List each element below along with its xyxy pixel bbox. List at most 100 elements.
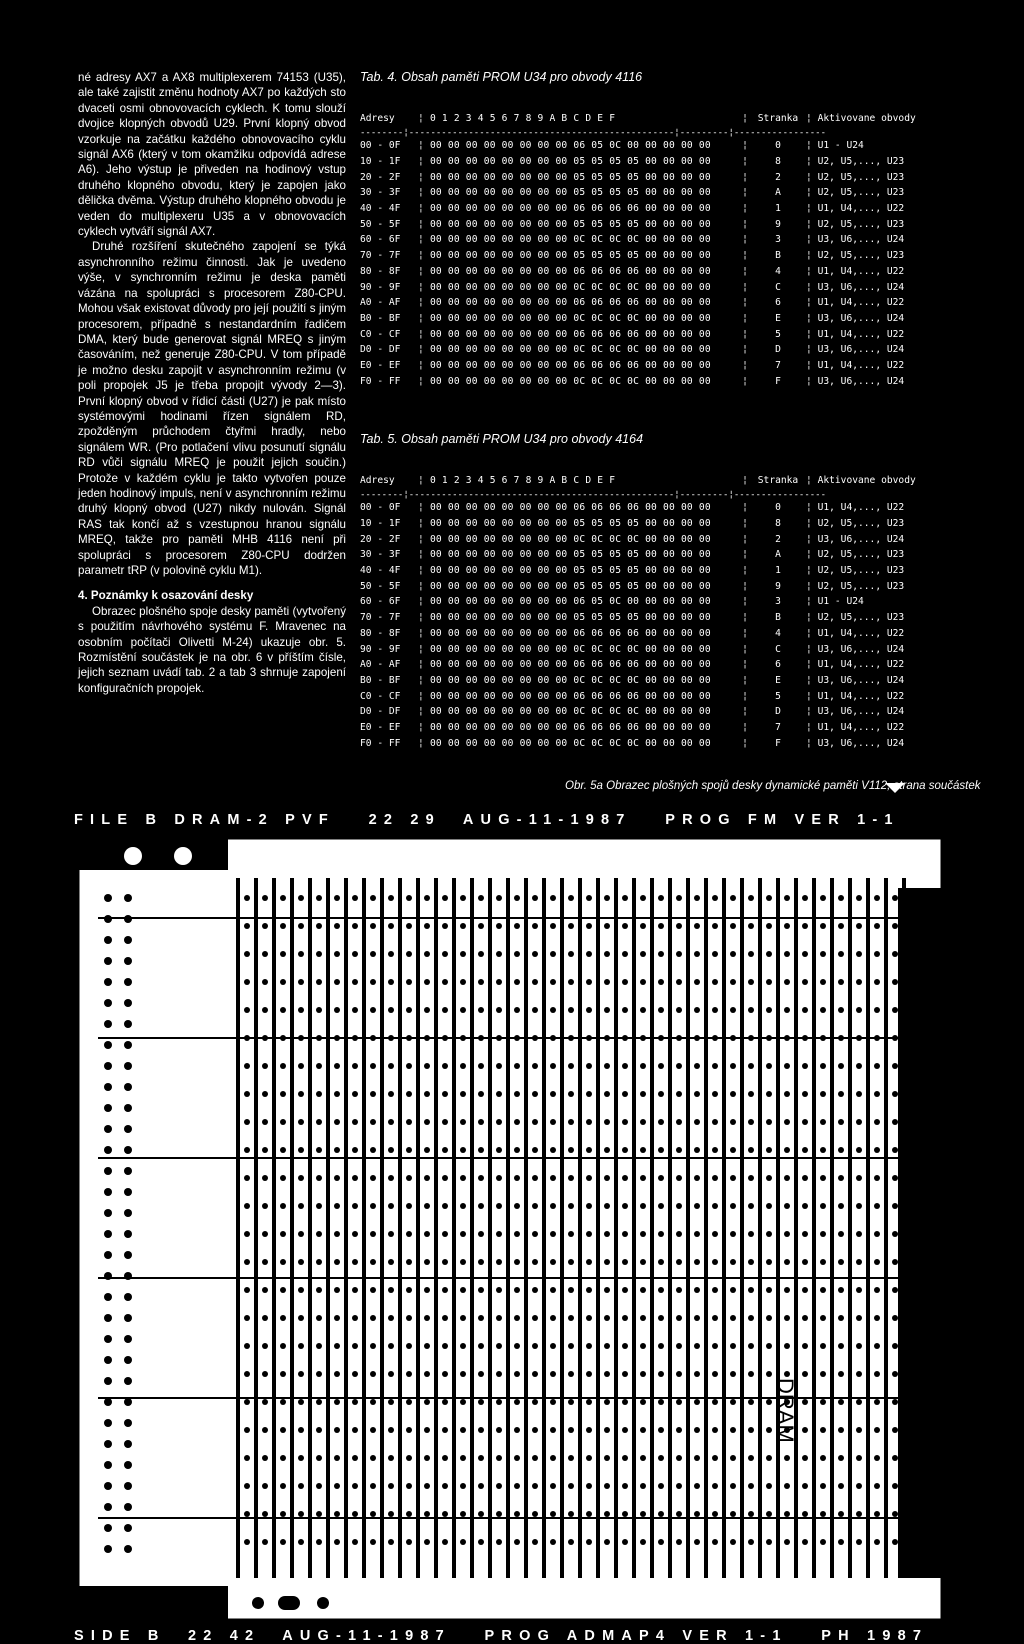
address-cell: D0 - DF [360, 706, 401, 718]
table4-body: 00 - 0F¦ 00 00 00 00 00 00 00 00 06 05 0… [360, 138, 926, 389]
chips-cell: ¦ U1, U4,..., U22 [806, 690, 905, 702]
address-cell: E0 - EF [360, 721, 401, 733]
bytes-cell: ¦ 00 00 00 00 00 00 00 00 05 05 05 05 00… [418, 612, 711, 624]
pcb-file-line: FILE B DRAM-2 PVF 22 29 AUG-11-1987 PROG… [74, 812, 900, 828]
column-header: ¦ 0 1 2 3 4 5 6 7 8 9 A B C D E F [418, 112, 616, 124]
chips-cell: ¦ U1, U4,..., U22 [806, 359, 905, 371]
column-separator: ¦ [742, 250, 748, 262]
page-cell: 7 [775, 359, 781, 371]
column-header: Stranka [757, 112, 799, 124]
bytes-cell: ¦ 00 00 00 00 00 00 00 00 06 05 0C 00 00… [418, 140, 711, 152]
table-row: A0 - AF¦ 00 00 00 00 00 00 00 00 06 06 0… [360, 295, 926, 311]
column-separator: ¦ [742, 156, 748, 168]
column-separator: ¦ [742, 737, 748, 749]
chips-cell: ¦ U3, U6,..., U24 [806, 643, 905, 655]
bytes-cell: ¦ 00 00 00 00 00 00 00 00 0C 0C 0C 0C 00… [418, 375, 711, 387]
column-separator: ¦ [742, 112, 748, 124]
page-cell: D [775, 706, 781, 718]
address-cell: B0 - BF [360, 312, 401, 324]
column-separator: ¦ [742, 140, 748, 152]
table-row: D0 - DF¦ 00 00 00 00 00 00 00 00 0C 0C 0… [360, 342, 926, 358]
address-cell: 90 - 9F [360, 281, 401, 293]
bytes-cell: ¦ 00 00 00 00 00 00 00 00 0C 0C 0C 0C 00… [418, 533, 711, 545]
bytes-cell: ¦ 00 00 00 00 00 00 00 00 06 06 06 06 00… [418, 721, 711, 733]
table-row: 80 - 8F¦ 00 00 00 00 00 00 00 00 06 06 0… [360, 264, 926, 280]
page-cell: F [775, 737, 781, 749]
chips-cell: ¦ U3, U6,..., U24 [806, 706, 905, 718]
address-cell: E0 - EF [360, 359, 401, 371]
bytes-cell: ¦ 00 00 00 00 00 00 00 00 06 06 06 06 00… [418, 659, 711, 671]
chips-cell: ¦ U2, U5,..., U23 [806, 580, 905, 592]
chips-cell: ¦ U2, U5,..., U23 [806, 187, 905, 199]
pcb-layout-figure: DRAM [78, 838, 942, 1620]
address-cell: 20 - 2F [360, 533, 401, 545]
bytes-cell: ¦ 00 00 00 00 00 00 00 00 05 05 05 05 00… [418, 187, 711, 199]
page-cell: 3 [775, 234, 781, 246]
column-header: ¦ Aktivovane obvody [806, 112, 916, 124]
chips-cell: ¦ U1, U4,..., U22 [806, 203, 905, 215]
chips-cell: ¦ U1 - U24 [806, 140, 864, 152]
column-header: Adresy [360, 112, 395, 124]
address-cell: 30 - 3F [360, 187, 401, 199]
address-cell: 60 - 6F [360, 596, 401, 608]
page-cell: 1 [775, 203, 781, 215]
table4-caption: Tab. 4. Obsah paměti PROM U34 pro obvody… [360, 70, 643, 84]
column-separator: ¦ [742, 344, 748, 356]
column-separator: ¦ [742, 328, 748, 340]
page-cell: 4 [775, 627, 781, 639]
chips-cell: ¦ U3, U6,..., U24 [806, 533, 905, 545]
bytes-cell: ¦ 00 00 00 00 00 00 00 00 0C 0C 0C 0C 00… [418, 234, 711, 246]
table5-body: 00 - 0F¦ 00 00 00 00 00 00 00 00 06 06 0… [360, 500, 926, 751]
page-cell: D [775, 344, 781, 356]
bytes-cell: ¦ 00 00 00 00 00 00 00 00 05 05 05 05 00… [418, 518, 711, 530]
page-cell: 8 [775, 518, 781, 530]
page-cell: 2 [775, 533, 781, 545]
page-cell: 3 [775, 596, 781, 608]
table-row: C0 - CF¦ 00 00 00 00 00 00 00 00 06 06 0… [360, 326, 926, 342]
table-row: 50 - 5F¦ 00 00 00 00 00 00 00 00 05 05 0… [360, 578, 926, 594]
address-cell: C0 - CF [360, 690, 401, 702]
table4: Adresy ¦ 0 1 2 3 4 5 6 7 8 9 A B C D E F… [360, 108, 926, 389]
column-separator: ¦ [742, 171, 748, 183]
table-row: E0 - EF ¦ 00 00 00 00 00 00 00 00 06 06 0… [360, 720, 926, 736]
column-separator: ¦ [742, 234, 748, 246]
page-cell: A [775, 549, 781, 561]
chips-cell: ¦ U1, U4,..., U22 [806, 627, 905, 639]
column-separator: ¦ [742, 612, 748, 624]
column-separator: ¦ [742, 502, 748, 514]
bytes-cell: ¦ 00 00 00 00 00 00 00 00 06 06 06 06 00… [418, 690, 711, 702]
column-header: Adresy [360, 474, 395, 486]
column-header: Stranka [757, 474, 799, 486]
bytes-cell: ¦ 00 00 00 00 00 00 00 00 0C 0C 0C 0C 00… [418, 706, 711, 718]
table-row: 20 - 2F¦ 00 00 00 00 00 00 00 00 05 05 0… [360, 169, 926, 185]
bytes-cell: ¦ 00 00 00 00 00 00 00 00 06 06 06 06 00… [418, 328, 711, 340]
chips-cell: ¦ U2, U5,..., U23 [806, 171, 905, 183]
table-row: C0 - CF ¦ 00 00 00 00 00 00 00 00 06 06 0… [360, 688, 926, 704]
chips-cell: ¦ U3, U6,..., U24 [806, 234, 905, 246]
column-separator: ¦ [742, 218, 748, 230]
page-cell: 1 [775, 565, 781, 577]
table-row: 80 - 8F¦ 00 00 00 00 00 00 00 00 06 06 0… [360, 626, 926, 642]
bytes-cell: ¦ 00 00 00 00 00 00 00 00 05 05 05 05 00… [418, 580, 711, 592]
bytes-cell: ¦ 00 00 00 00 00 00 00 00 06 06 06 06 00… [418, 203, 711, 215]
address-cell: A0 - AF [360, 659, 401, 671]
table-row: 10 - 1F¦ 00 00 00 00 00 00 00 00 05 05 0… [360, 516, 926, 532]
address-cell: F0 - FF [360, 737, 401, 749]
address-cell: 50 - 5F [360, 218, 401, 230]
page-cell: 5 [775, 690, 781, 702]
address-cell: 30 - 3F [360, 549, 401, 561]
column-separator: ¦ [742, 518, 748, 530]
page-cell: E [775, 312, 781, 324]
address-cell: F0 - FF [360, 375, 401, 387]
column-separator: ¦ [742, 643, 748, 655]
bytes-cell: ¦ 00 00 00 00 00 00 00 00 06 06 06 06 00… [418, 265, 711, 277]
bytes-cell: ¦ 00 00 00 00 00 00 00 00 05 05 05 05 00… [418, 565, 711, 577]
article-paragraph: Druhé rozšíření skutečného zapojení se t… [78, 240, 346, 577]
address-cell: 60 - 6F [360, 234, 401, 246]
chips-cell: ¦ U2, U5,..., U23 [806, 156, 905, 168]
address-cell: 40 - 4F [360, 565, 401, 577]
page-cell: E [775, 674, 781, 686]
bytes-cell: ¦ 00 00 00 00 00 00 00 00 0C 0C 0C 0C 00… [418, 281, 711, 293]
bytes-cell: ¦ 00 00 00 00 00 00 00 00 06 05 0C 00 00… [418, 596, 711, 608]
table-row: E0 - EF¦ 00 00 00 00 00 00 00 00 06 06 0… [360, 358, 926, 374]
